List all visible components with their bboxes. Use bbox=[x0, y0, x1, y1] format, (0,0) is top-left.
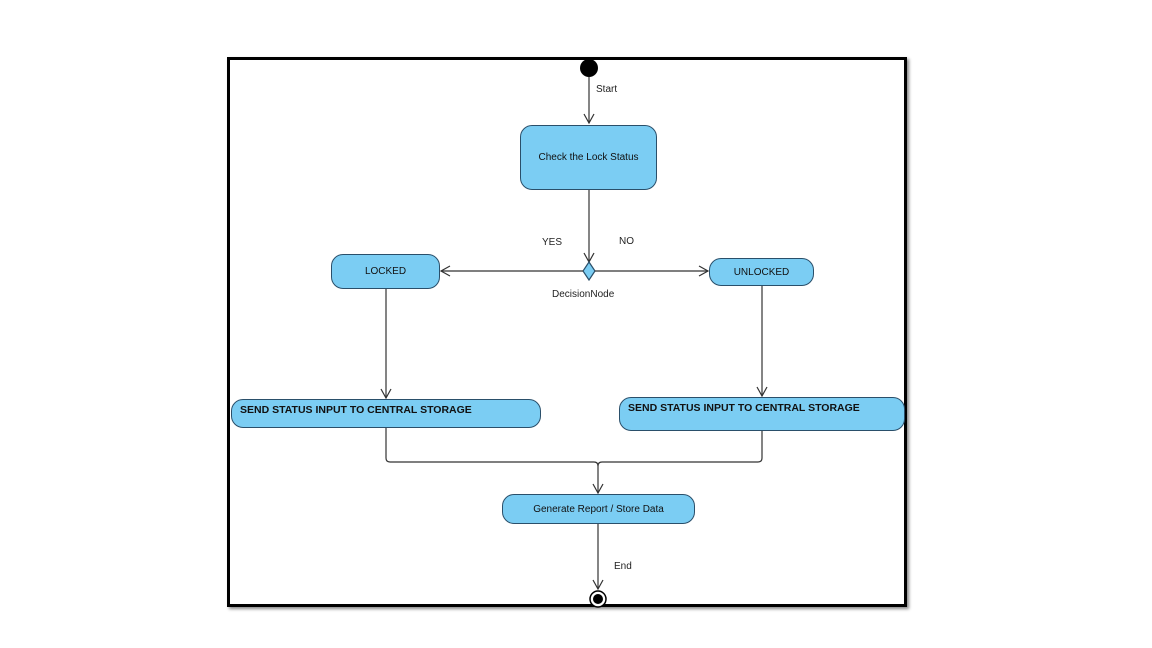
start-label: Start bbox=[596, 84, 618, 95]
end-label: End bbox=[614, 561, 632, 572]
locked-node: LOCKED bbox=[331, 254, 440, 289]
end-node-inner bbox=[593, 594, 603, 604]
diagram-frame bbox=[227, 57, 907, 607]
edge-send-left-merge bbox=[385, 428, 604, 495]
check-lock-status-node: Check the Lock Status bbox=[520, 125, 657, 190]
yes-label: YES bbox=[542, 237, 563, 248]
decision-node-label: DecisionNode bbox=[552, 289, 615, 300]
send-status-left-node: SEND STATUS INPUT TO CENTRAL STORAGE bbox=[231, 399, 541, 428]
edge-send-right-merge bbox=[597, 431, 763, 467]
unlocked-node: UNLOCKED bbox=[709, 258, 814, 286]
send-status-right-node: SEND STATUS INPUT TO CENTRAL STORAGE bbox=[619, 397, 905, 431]
generate-report-node: Generate Report / Store Data bbox=[502, 494, 695, 524]
start-node bbox=[580, 59, 598, 77]
no-label: NO bbox=[619, 236, 634, 247]
decision-diamond bbox=[582, 260, 596, 282]
